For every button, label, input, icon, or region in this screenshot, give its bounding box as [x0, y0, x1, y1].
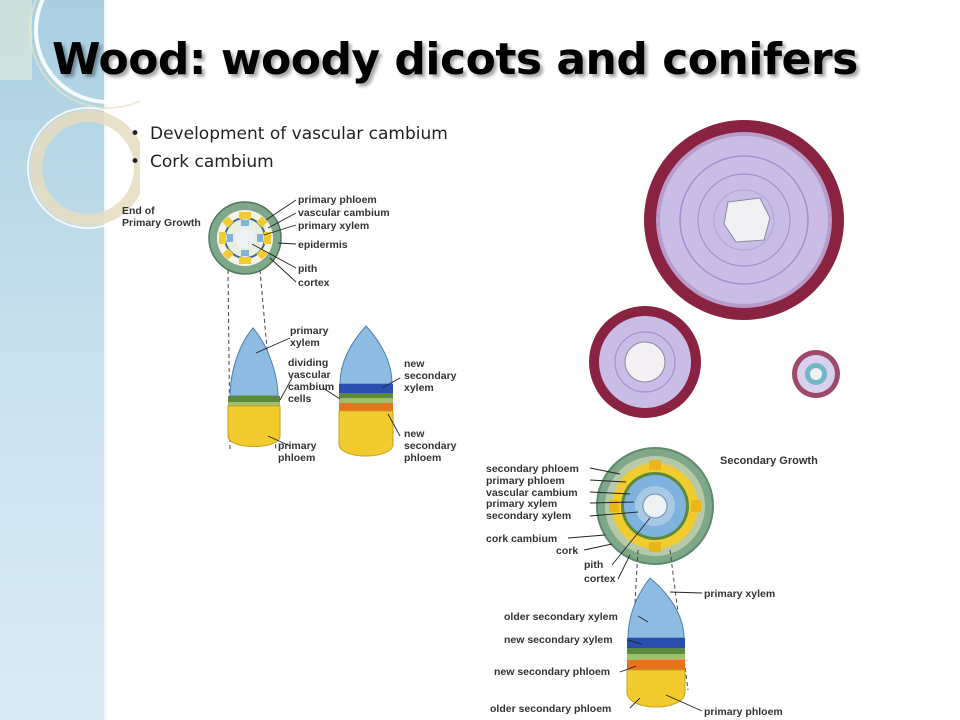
medium-stem-section [589, 306, 701, 418]
label-cortex: cortex [584, 573, 616, 585]
secondary-heading: Secondary Growth [720, 455, 818, 467]
primary-leader-lines [251, 199, 297, 283]
label-new-2: new [404, 428, 425, 440]
label-pith: pith [584, 559, 603, 571]
stem-micrographs [580, 118, 860, 428]
label-cortex: cortex [298, 277, 330, 289]
heading-line-1: End of [122, 205, 155, 217]
label-vascular-cambium: vascular cambium [298, 207, 390, 219]
bundle-leader-lines [255, 337, 401, 447]
label-xylem-2: xylem [404, 382, 434, 394]
label-older-secondary-xylem: older secondary xylem [504, 611, 618, 623]
label-dividing: dividing [288, 357, 328, 369]
large-stem-section [644, 120, 844, 320]
label-primary: primary [290, 325, 329, 337]
bullet-item: •Development of vascular cambium [130, 124, 448, 144]
label-older-secondary-phloem: older secondary phloem [490, 703, 611, 715]
heading-line-2: Primary Growth [122, 217, 201, 229]
label-primary-phloem-right: primary phloem [704, 706, 783, 718]
band-edge [104, 0, 108, 720]
label-cork: cork [556, 545, 578, 557]
label-primary-xylem-right: primary xylem [704, 588, 775, 600]
secondary-stem-section [596, 447, 714, 565]
label-cambium: cambium [288, 381, 334, 393]
label-primary-xylem: primary xylem [298, 220, 369, 232]
secondary-left-labels: secondary phloem primary phloem vascular… [486, 463, 616, 585]
label-vascular-cambium: vascular cambium [486, 487, 578, 499]
primary-stem-section [208, 201, 282, 275]
bullet-list: •Development of vascular cambium •Cork c… [130, 120, 448, 176]
label-primary-xylem: primary xylem [486, 498, 557, 510]
primary-bundle [227, 327, 281, 447]
slide-title: Wood: woody dicots and conifers [52, 34, 858, 85]
label-primary-phloem: primary phloem [298, 194, 377, 206]
label-new-secondary-phloem: new secondary phloem [494, 666, 610, 678]
bullet-item: •Cork cambium [130, 152, 274, 172]
label-primary-phloem: primary phloem [486, 475, 565, 487]
label-new: new [404, 358, 425, 370]
label-epidermis: epidermis [298, 239, 348, 251]
label-secondary-phloem: secondary phloem [486, 463, 579, 475]
label-primary-2: primary [278, 440, 317, 452]
label-phloem: phloem [278, 452, 315, 464]
secondary-leader-lines [567, 467, 651, 580]
label-new-secondary-xylem: new secondary xylem [504, 634, 613, 646]
decorative-rings [0, 0, 140, 229]
secondary-bundle-leader-lines [619, 591, 703, 712]
primary-ring-labels: primary phloem vascular cambium primary … [298, 194, 390, 289]
secondary-growth-diagram: Secondary Growth secondary phloem primar… [486, 447, 818, 718]
secondary-bundle-early [338, 325, 394, 457]
label-xylem: xylem [290, 337, 320, 349]
secondary-bundle [626, 577, 686, 708]
primary-growth-diagram: End of Primary Growth primary phloem vas… [122, 194, 457, 464]
label-pith: pith [298, 263, 317, 275]
small-stem-section [792, 350, 840, 398]
label-secondary: secondary [404, 370, 457, 382]
label-vascular: vascular [288, 369, 331, 381]
bundle-labels: primary xylem dividing vascular cambium … [278, 325, 457, 464]
label-cells: cells [288, 393, 312, 405]
label-phloem-2: phloem [404, 452, 441, 464]
label-secondary-xylem: secondary xylem [486, 510, 571, 522]
bullet-text: Cork cambium [150, 152, 274, 172]
secondary-bundle-labels: older secondary xylem new secondary xyle… [490, 588, 783, 718]
label-cork-cambium: cork cambium [486, 533, 557, 545]
bullet-text: Development of vascular cambium [150, 124, 448, 144]
label-secondary-2: secondary [404, 440, 457, 452]
